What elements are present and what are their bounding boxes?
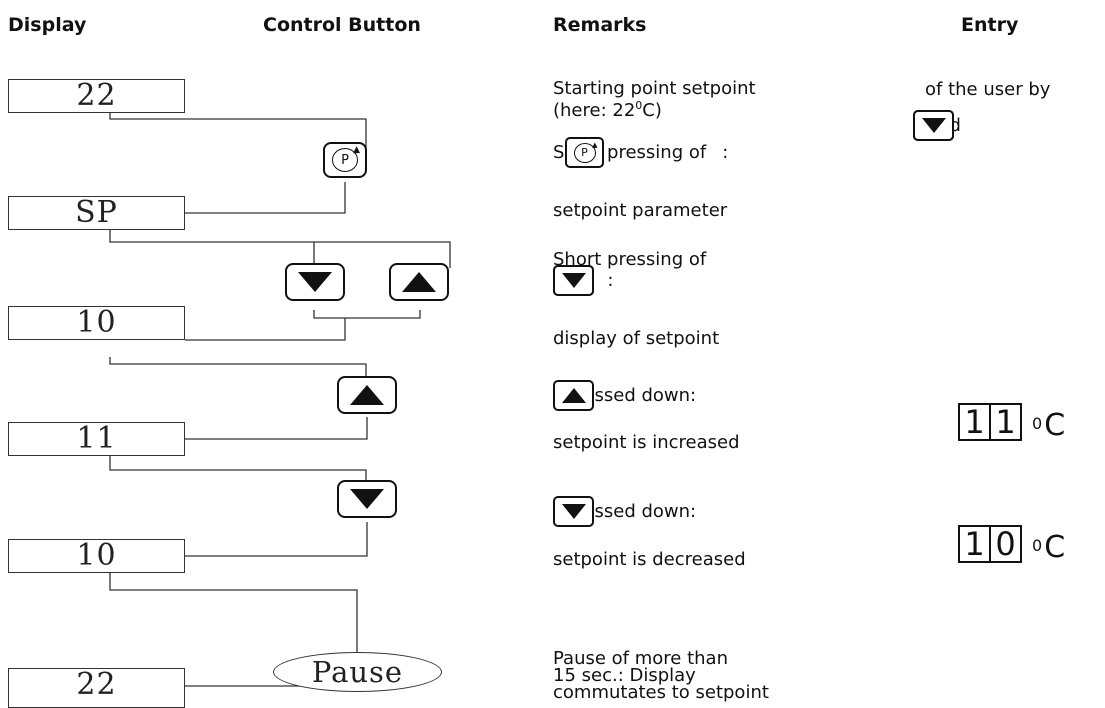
wire-8 [185,522,368,557]
down-button[interactable] [285,263,345,301]
remark-setpoint-parameter: setpoint parameter [553,200,728,221]
wire-3c [313,310,421,319]
display-box-4: 11 [8,422,185,456]
down-arrow-icon [921,118,946,133]
remark-down-pressed: pressed down: [553,496,696,527]
display-box-6: 22 [8,668,185,708]
p-icon: P▲ [332,146,360,172]
p-button-inline: P▲ [565,137,604,168]
wire-3a [109,230,451,268]
up-button-inline [553,380,594,411]
wire-9 [109,573,358,652]
down-arrow-icon [298,272,332,292]
display-box-2: SP [8,196,185,230]
header-remarks: Remarks [553,14,647,36]
remark-setpoint-decreased: setpoint is decreased [553,549,746,570]
remark-up-or-down: or : [553,265,614,296]
remark-short-pressing-p: Short pressing of P▲ : [553,137,728,168]
wire-2 [185,182,346,214]
wire-5 [109,357,367,376]
up-button-hold[interactable] [337,376,397,414]
up-button[interactable] [389,263,449,301]
pause-oval: Pause [273,652,442,692]
down-button-hold[interactable] [337,480,397,518]
remark-pause: Pause of more than 15 sec.: Display comm… [553,648,769,703]
wire-7 [109,456,367,480]
down-button-inline [913,110,954,141]
unit-celsius: 0C [1032,530,1066,565]
entry-up-and-down: and [913,110,977,141]
remark-up-pressed: pressed down: [553,380,696,411]
up-arrow-icon [561,388,586,403]
header-control-button: Control Button [263,14,421,36]
down-button-inline [553,265,594,296]
down-arrow-icon [350,489,384,509]
down-button-inline [553,496,594,527]
header-entry: Entry [961,14,1019,36]
display-box-5: 10 [8,539,185,573]
down-arrow-icon [561,504,586,519]
down-arrow-icon [561,273,586,288]
p-button[interactable]: P▲ [323,142,367,178]
display-box-3: 10 [8,306,185,340]
header-display: Display [8,14,87,36]
up-arrow-icon [350,385,384,405]
remark-short-pressing: Short pressing of [553,249,707,270]
remark-starting-point: Starting point setpoint (here: 220C) [553,78,756,121]
remark-display-of-setpoint: display of setpoint [553,328,720,349]
p-icon: P▲ [573,141,598,163]
unit-celsius: 0C [1032,408,1066,443]
wire-4 [185,318,346,341]
remark-setpoint-increased: setpoint is increased [553,432,740,453]
display-box-1: 22 [8,79,185,113]
wire-6 [185,417,368,440]
up-arrow-icon [402,272,436,292]
entry-by-user: of the user by [925,79,1051,100]
